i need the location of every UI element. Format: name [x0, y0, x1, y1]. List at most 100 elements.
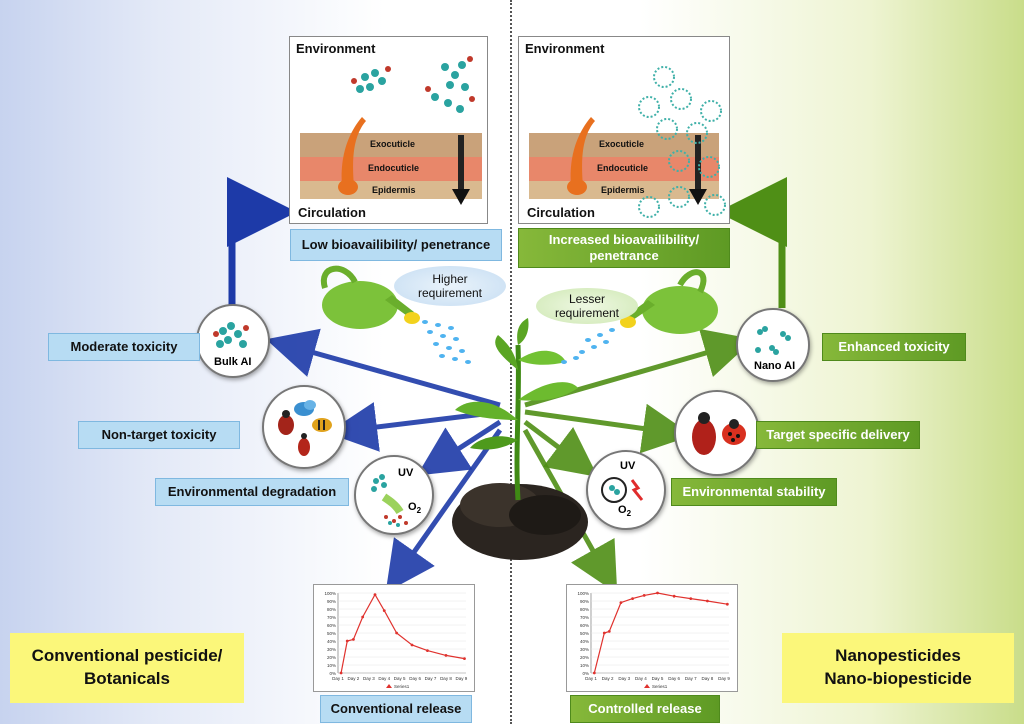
conventional-title-line1: Conventional pesticide/	[31, 646, 223, 666]
bulk-ai-label: Bulk AI	[214, 356, 252, 368]
x-tick-label: Day 4	[378, 676, 390, 681]
lesser-requirement-line2: requirement	[554, 306, 620, 320]
data-point	[426, 649, 429, 652]
data-point	[444, 654, 448, 657]
plant-seedling	[455, 318, 578, 501]
x-tick-label: Day 3	[618, 676, 630, 681]
x-tick-label: Day 2	[348, 676, 360, 681]
data-point	[672, 594, 676, 598]
higher-requirement-bubble: Higher requirement	[394, 266, 506, 306]
water-drops-left	[422, 320, 471, 364]
y-tick-label: 100%	[577, 591, 589, 596]
controlled-release-label: Controlled release	[570, 695, 720, 723]
x-tick-label: Day 2	[602, 676, 614, 681]
increased-bioavailability-label: Increased bioavailibility/ penetrance	[518, 228, 730, 268]
uv-degradation-circle: UV O2	[354, 455, 434, 535]
data-point	[602, 631, 606, 635]
x-tick-label: Day 7	[425, 676, 437, 681]
left-circulation-label: Circulation	[298, 205, 366, 220]
lesser-requirement-bubble: Lesser requirement	[536, 288, 638, 324]
y-tick-label: 40%	[580, 639, 589, 644]
left-skin-panel: Environment Exocuticle Endocuticle Epide…	[289, 36, 488, 224]
moderate-toxicity-label: Moderate toxicity	[48, 333, 200, 361]
data-point	[382, 609, 386, 612]
x-tick-label: Day 3	[363, 676, 375, 681]
y-tick-label: 90%	[580, 599, 589, 604]
right-endocuticle-label: Endocuticle	[597, 163, 649, 173]
left-skin-illustration	[300, 56, 482, 205]
bulk-ai-molecule-icon	[213, 322, 249, 348]
y-tick-label: 10%	[580, 663, 589, 668]
data-point	[725, 602, 729, 606]
increased-bioavailability-line1: Increased bioavailibility/	[548, 231, 700, 247]
o2-text-right: O	[618, 504, 627, 516]
right-skin-illustration	[529, 66, 726, 218]
o2-text-left: O	[408, 501, 417, 513]
uv-degradation-icon	[371, 474, 408, 527]
conventional-title-line2: Botanicals	[84, 669, 170, 688]
o2-label-left: O2	[408, 501, 422, 516]
data-point	[373, 593, 377, 596]
y-tick-label: 40%	[327, 639, 336, 644]
data-point	[463, 657, 466, 660]
increased-bioavailability-line2: penetrance	[589, 248, 659, 263]
y-tick-label: 30%	[327, 647, 336, 652]
y-tick-label: 80%	[580, 607, 589, 612]
y-tick-label: 50%	[327, 631, 336, 636]
y-tick-label: 60%	[580, 623, 589, 628]
nanopesticides-title-line1: Nanopesticides	[835, 646, 961, 666]
target-pests-icon	[692, 412, 746, 455]
y-tick-label: 20%	[580, 655, 589, 660]
low-bioavailability-label: Low bioavailibility/ penetrance	[290, 229, 502, 261]
y-tick-label: 0%	[582, 671, 589, 676]
data-point	[339, 671, 343, 675]
data-point	[361, 615, 365, 619]
environmental-degradation-label: Environmental degradation	[155, 478, 349, 506]
x-tick-label: Day 7	[685, 676, 697, 681]
legend-label: Series1	[394, 684, 410, 689]
target-pests-circle	[674, 390, 760, 476]
x-tick-label: Day 9	[718, 676, 730, 681]
conventional-pesticide-title: Conventional pesticide/ Botanicals	[10, 633, 244, 703]
nano-ai-circle: Nano AI	[736, 308, 810, 382]
data-point	[410, 643, 414, 647]
y-tick-label: 90%	[327, 599, 336, 604]
data-point	[395, 631, 399, 635]
nanopesticides-title: Nanopesticides Nano-biopesticide	[782, 633, 1014, 703]
data-point	[642, 594, 646, 597]
non-target-toxicity-label: Non-target toxicity	[78, 421, 240, 449]
uv-stability-icon	[601, 477, 644, 503]
data-point	[607, 630, 611, 633]
left-environment-label: Environment	[296, 41, 376, 56]
y-tick-label: 60%	[327, 623, 336, 628]
x-tick-label: Day 6	[409, 676, 421, 681]
legend-marker	[386, 684, 392, 688]
right-environment-label: Environment	[525, 41, 605, 56]
data-point	[352, 638, 355, 641]
right-exocuticle-label: Exocuticle	[599, 139, 645, 149]
bulk-ai-circle: Bulk AI	[196, 304, 270, 378]
watering-can-left	[320, 265, 420, 329]
data-point	[619, 601, 623, 604]
watering-can-right	[620, 269, 718, 334]
legend-marker	[644, 684, 650, 688]
nano-ai-molecule-icon	[755, 326, 791, 355]
higher-requirement-line1: Higher	[432, 271, 468, 286]
x-tick-label: Day 8	[440, 676, 452, 681]
uv-stability-circle: UV O2	[586, 450, 666, 530]
x-tick-label: Day 6	[668, 676, 680, 681]
left-exocuticle-label: Exocuticle	[370, 139, 416, 149]
x-tick-label: Day 9	[455, 676, 467, 681]
data-point	[656, 591, 659, 595]
lesser-requirement-line1: Lesser	[568, 291, 606, 306]
y-tick-label: 100%	[324, 591, 336, 596]
y-tick-label: 80%	[327, 607, 336, 612]
enhanced-toxicity-label: Enhanced toxicity	[822, 333, 966, 361]
data-point	[592, 671, 596, 675]
data-point	[689, 597, 693, 600]
target-specific-delivery-label: Target specific delivery	[756, 421, 920, 449]
